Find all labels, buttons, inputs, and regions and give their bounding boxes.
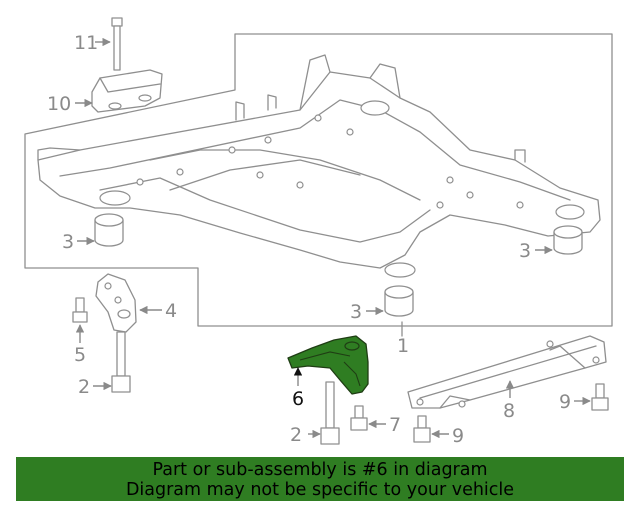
bolt-part-11 <box>111 17 123 71</box>
banner-line-1: Part or sub-assembly is #6 in diagram <box>152 460 488 480</box>
bracket-part-6-highlighted <box>287 335 369 395</box>
callout-4: 4 <box>165 300 177 322</box>
callout-3-right: 3 <box>519 240 531 262</box>
callout-5: 5 <box>74 344 86 366</box>
bolt-part-9-right <box>591 383 609 411</box>
bushing-part-3-left <box>94 213 124 247</box>
brace-part-8 <box>407 335 607 409</box>
bolt-part-9-bottom <box>413 415 431 443</box>
bolt-part-7 <box>350 405 368 431</box>
bracket-part-4 <box>95 273 137 333</box>
mount-part-10 <box>91 69 163 113</box>
bolt-part-5 <box>72 297 88 323</box>
callout-2-center: 2 <box>290 424 302 446</box>
callout-1: 1 <box>397 335 409 357</box>
callout-9-right: 9 <box>559 391 571 413</box>
bolt-part-2-left <box>111 331 131 393</box>
callout-7: 7 <box>389 414 401 436</box>
callout-10: 10 <box>47 93 71 115</box>
bushing-part-3-right <box>553 225 583 255</box>
callout-2-left: 2 <box>78 376 90 398</box>
callout-3-left: 3 <box>62 231 74 253</box>
callout-3-center: 3 <box>350 301 362 323</box>
bushing-part-3-center <box>384 285 414 317</box>
info-banner: Part or sub-assembly is #6 in diagram Di… <box>16 457 624 501</box>
subframe-group-outline <box>24 33 613 327</box>
callout-6-highlighted: 6 <box>292 388 304 410</box>
bolt-part-2-center <box>320 381 340 445</box>
banner-line-2: Diagram may not be specific to your vehi… <box>125 480 515 500</box>
subframe-part-1 <box>37 54 601 278</box>
callout-8: 8 <box>503 400 515 422</box>
callout-11: 11 <box>74 32 98 54</box>
callout-9-bottom: 9 <box>452 425 464 447</box>
